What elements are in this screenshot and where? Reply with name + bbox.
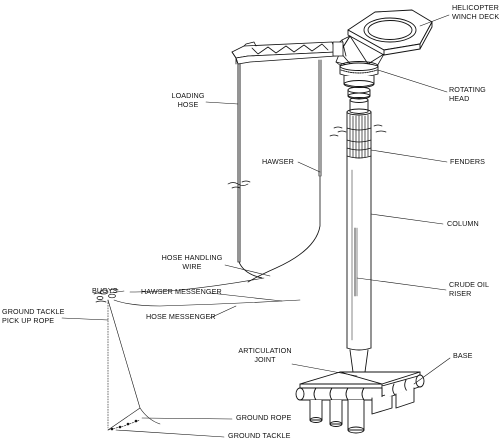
messenger-lines-drawing bbox=[107, 277, 301, 431]
label-hawser-messenger: HAWSER MESSENGER bbox=[141, 287, 222, 296]
label-helicopter-winch-deck-line1: HELICOPTER bbox=[452, 3, 499, 12]
label-helicopter-winch-deck: HELICOPTER WINCH DECK bbox=[452, 3, 500, 21]
label-articulation-joint-line2: JOINT bbox=[254, 354, 276, 364]
leader-lines bbox=[61, 14, 451, 438]
label-crude-oil-riser-line2: RISER bbox=[449, 288, 472, 298]
helicopter-deck-drawing bbox=[347, 9, 433, 56]
label-rotating-head: ROTATING HEAD bbox=[449, 85, 486, 103]
label-column: COLUMN bbox=[447, 219, 479, 228]
fenders-drawing bbox=[329, 108, 387, 159]
label-base: BASE bbox=[453, 351, 473, 360]
label-helicopter-winch-deck-line2: WINCH DECK bbox=[452, 11, 500, 21]
label-rotating-head-line2: HEAD bbox=[449, 93, 470, 103]
label-ground-tackle: GROUND TACKLE bbox=[228, 431, 291, 440]
base-drawing bbox=[295, 371, 425, 434]
label-loading-hose: LOADING HOSE bbox=[170, 91, 206, 109]
label-buoys: BUOYS bbox=[92, 286, 118, 295]
label-fenders: FENDERS bbox=[450, 157, 486, 166]
boom-arm-drawing bbox=[231, 41, 344, 65]
hawser-drawing bbox=[247, 59, 322, 283]
label-loading-hose-line1: LOADING bbox=[171, 91, 205, 100]
buoys-drawing bbox=[93, 288, 119, 303]
label-articulation-joint-line1: ARTICULATION bbox=[238, 346, 292, 355]
label-crude-oil-riser-line1: CRUDE OIL bbox=[449, 280, 490, 289]
label-articulation-joint: ARTICULATION JOINT bbox=[236, 346, 294, 364]
label-ground-tackle-pick-up-rope-line1: GROUND TACKLE bbox=[2, 307, 65, 316]
label-hose-handling-wire-line2: WIRE bbox=[182, 261, 202, 271]
loading-hose-drawing bbox=[227, 63, 263, 279]
label-hose-handling-wire: HOSE HANDLING WIRE bbox=[156, 253, 228, 271]
label-crude-oil-riser: CRUDE OIL RISER bbox=[449, 280, 490, 298]
label-ground-rope: GROUND ROPE bbox=[236, 413, 292, 422]
ground-tackle-drawing bbox=[107, 299, 141, 431]
label-loading-hose-line2: HOSE bbox=[177, 99, 199, 109]
rotating-head-drawing bbox=[339, 61, 379, 114]
label-hawser: HAWSER bbox=[262, 157, 294, 166]
label-hose-messenger: HOSE MESSENGER bbox=[146, 312, 216, 321]
label-ground-tackle-pick-up-rope-line2: PICK UP ROPE bbox=[2, 315, 55, 325]
column-drawing bbox=[346, 155, 372, 385]
label-ground-tackle-pick-up-rope: GROUND TACKLE PICK UP ROPE bbox=[2, 307, 65, 325]
label-hose-handling-wire-line1: HOSE HANDLING bbox=[161, 253, 223, 262]
label-rotating-head-line1: ROTATING bbox=[449, 85, 486, 94]
